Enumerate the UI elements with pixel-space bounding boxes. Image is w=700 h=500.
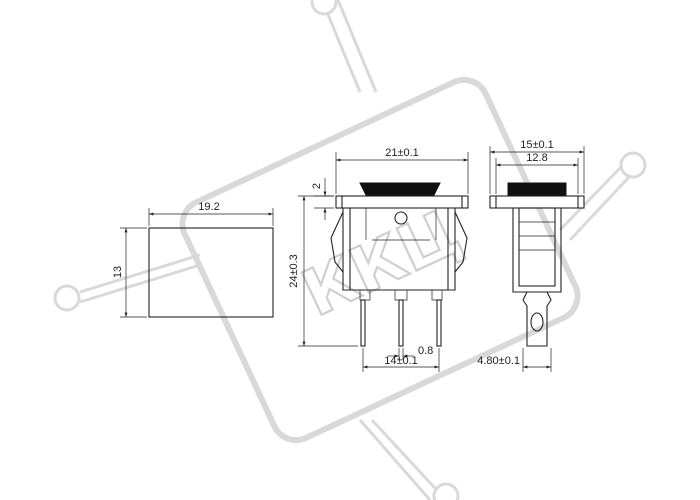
pin-width-label: 4.80±0.1 <box>477 355 520 367</box>
watermark-circle <box>619 151 647 179</box>
switch-front-view: 21±0.1 2 24±0.3 14±0.1 0.8 <box>288 147 469 372</box>
cutout-height-label: 13 <box>112 266 124 278</box>
front-width-label: 21±0.1 <box>385 147 419 159</box>
pin-thickness-label: 0.8 <box>418 345 433 357</box>
cutout-rectangle <box>148 227 274 318</box>
side-width-label: 15±0.1 <box>520 139 554 151</box>
spring-clip <box>454 211 468 273</box>
switch-housing <box>342 208 456 291</box>
pin-spacing-label: 14±0.1 <box>384 355 418 367</box>
switch-side-view: 15±0.1 12.8 4.80±0.1 <box>477 139 585 372</box>
cap-height-label: 2 <box>311 183 323 189</box>
pivot-circle <box>394 211 408 225</box>
spring-clip <box>330 211 344 273</box>
terminal-pin <box>398 299 404 347</box>
rocker-cap <box>359 182 441 196</box>
side-terminal <box>522 291 552 347</box>
side-cap <box>507 182 567 196</box>
watermark-circle <box>432 482 460 500</box>
watermark-circle <box>53 284 81 312</box>
terminal-pin <box>436 299 442 347</box>
body-height-label: 24±0.3 <box>288 254 300 288</box>
terminal-pin <box>360 299 366 347</box>
side-bezel <box>489 195 585 209</box>
side-inner-width-label: 12.8 <box>526 152 547 164</box>
watermark-circle <box>310 0 338 16</box>
watermark-text: ККЦ <box>292 195 472 331</box>
switch-bezel <box>335 195 469 209</box>
terminal-hole <box>530 312 544 332</box>
panel-cutout-view: 19.2 13 <box>112 201 274 318</box>
cutout-width-label: 19.2 <box>198 201 219 213</box>
